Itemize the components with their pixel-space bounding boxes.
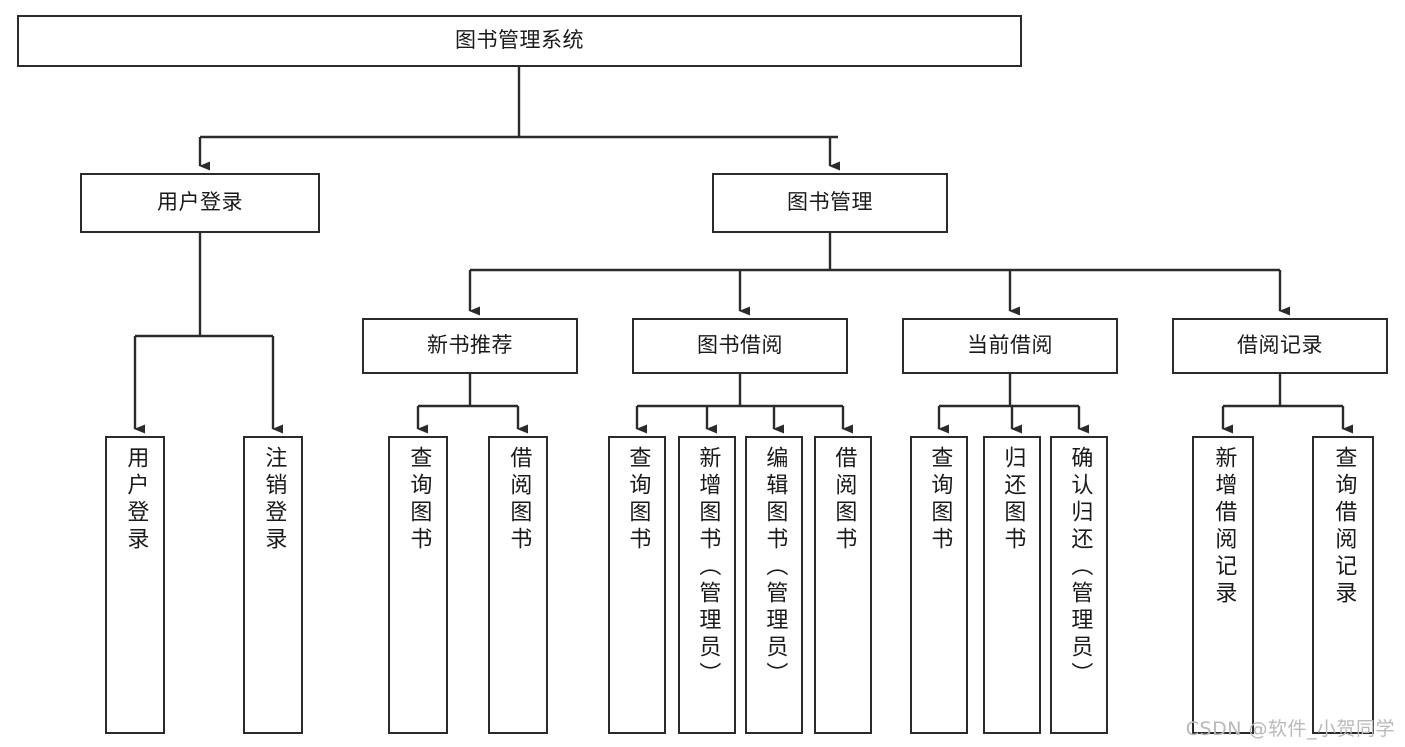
node-new-book-recommend-label: 新书推荐 (427, 333, 513, 358)
leaf-node-label: 新增图书（管理员） (695, 446, 721, 689)
node-borrow-record[interactable]: 借阅记录 (1172, 318, 1388, 374)
leaf-node-label: 查询图书 (406, 446, 432, 554)
node-current-borrow-label: 当前借阅 (967, 333, 1053, 358)
node-book-management[interactable]: 图书管理 (712, 173, 948, 233)
leaf-node[interactable]: 新增图书（管理员） (678, 436, 736, 734)
leaf-node[interactable]: 借阅图书 (814, 436, 872, 734)
leaf-node[interactable]: 注销登录 (243, 436, 303, 734)
leaf-node-label: 编辑图书（管理员） (762, 446, 788, 689)
leaf-node-label: 借阅图书 (831, 446, 857, 554)
leaf-node-label: 查询图书 (927, 446, 953, 554)
leaf-node-label: 查询借阅记录 (1331, 446, 1357, 608)
node-borrow-record-label: 借阅记录 (1237, 333, 1323, 358)
leaf-node[interactable]: 查询借阅记录 (1312, 436, 1374, 734)
node-user-login-label: 用户登录 (157, 190, 243, 215)
node-current-borrow[interactable]: 当前借阅 (902, 318, 1118, 374)
leaf-node[interactable]: 用户登录 (105, 436, 165, 734)
leaf-node-label: 新增借阅记录 (1211, 446, 1237, 608)
leaf-node[interactable]: 查询图书 (608, 436, 666, 734)
leaf-node-label: 查询图书 (625, 446, 651, 554)
node-root-label: 图书管理系统 (455, 28, 584, 53)
leaf-node[interactable]: 借阅图书 (488, 436, 548, 734)
leaf-node[interactable]: 确认归还（管理员） (1050, 436, 1108, 734)
node-book-management-label: 图书管理 (787, 190, 873, 215)
node-book-borrow-label: 图书借阅 (697, 333, 783, 358)
node-book-borrow[interactable]: 图书借阅 (632, 318, 848, 374)
node-user-login[interactable]: 用户登录 (80, 173, 320, 233)
leaf-node-label: 注销登录 (261, 446, 287, 554)
node-root-system[interactable]: 图书管理系统 (17, 15, 1022, 67)
leaf-node-label: 用户登录 (123, 446, 149, 554)
leaf-node[interactable]: 查询图书 (910, 436, 968, 734)
leaf-node[interactable]: 新增借阅记录 (1192, 436, 1254, 734)
leaf-node-label: 归还图书 (1000, 446, 1026, 554)
csdn-watermark: CSDN @软件_小贺同学 (1185, 718, 1395, 740)
leaf-node[interactable]: 查询图书 (388, 436, 448, 734)
leaf-node[interactable]: 编辑图书（管理员） (745, 436, 803, 734)
leaf-node-label: 确认归还（管理员） (1067, 446, 1093, 689)
leaf-node-label: 借阅图书 (506, 446, 532, 554)
node-new-book-recommend[interactable]: 新书推荐 (362, 318, 578, 374)
leaf-node[interactable]: 归还图书 (983, 436, 1041, 734)
